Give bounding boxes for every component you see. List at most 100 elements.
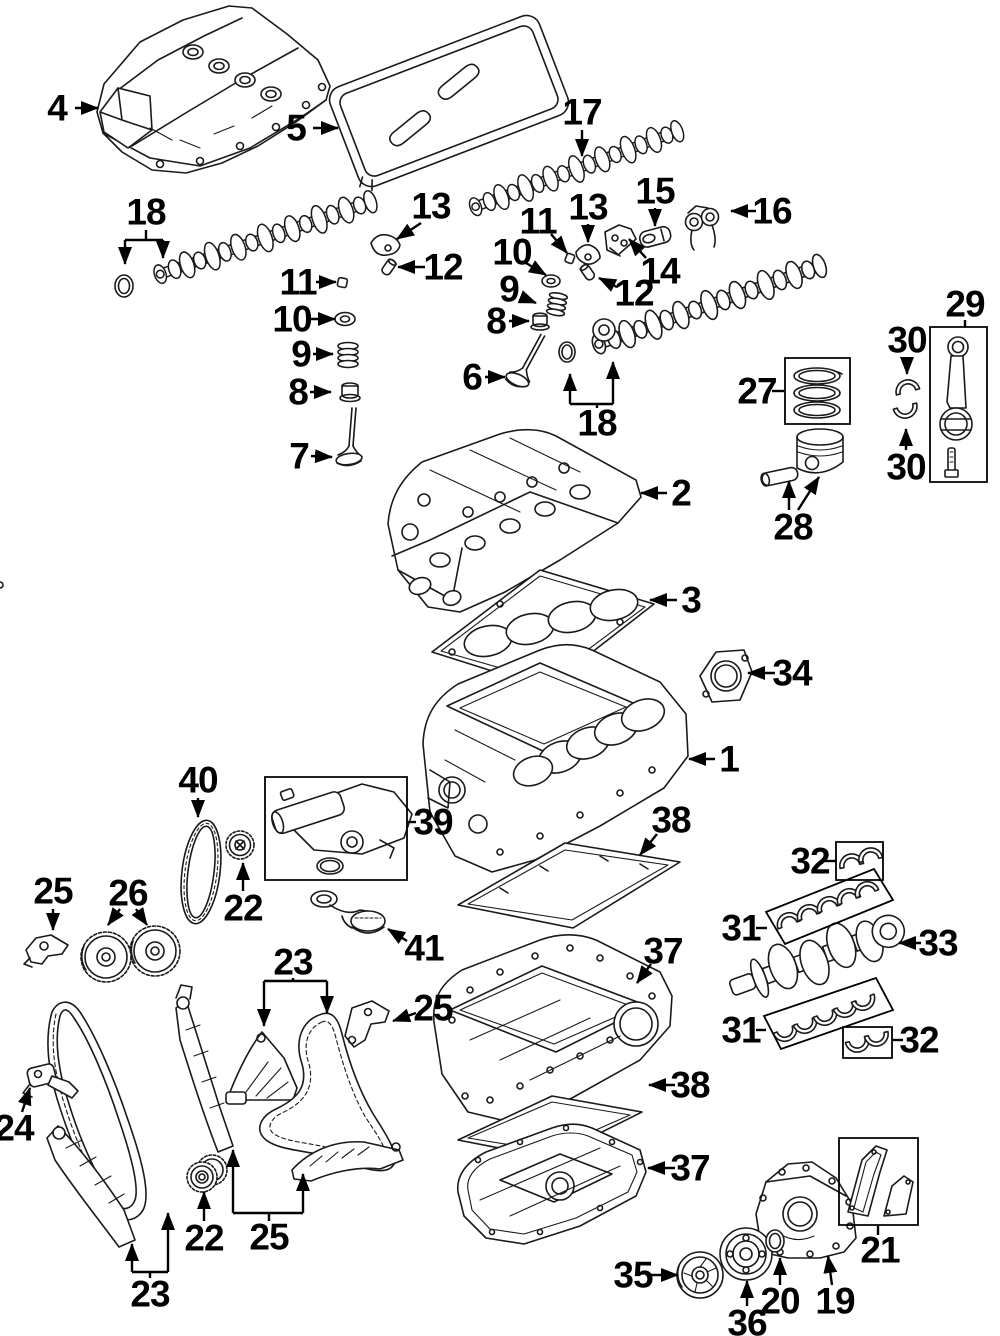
callout-38-number: 38	[651, 800, 691, 841]
callout-22: 22	[223, 862, 264, 929]
callout-14: 14	[628, 238, 682, 292]
callout-8: 8	[288, 372, 332, 413]
callout-22: 22	[184, 1191, 225, 1259]
callout-38: 38	[648, 1065, 711, 1106]
oil-pump	[271, 783, 413, 875]
callout-18-number: 18	[126, 192, 166, 233]
callout-32-number: 32	[899, 1020, 939, 1061]
callout-10-leader	[525, 260, 547, 277]
tensioner-arm-upper-right	[344, 1000, 390, 1048]
rocker-arm-left	[370, 233, 401, 257]
callout-10-number: 10	[272, 299, 312, 340]
callout-13-number: 13	[568, 187, 608, 228]
head-gasket	[0, 569, 655, 689]
callout-box-21	[838, 1137, 919, 1226]
callout-28-number: 28	[773, 507, 813, 548]
camshaft-seal-ring-left	[114, 274, 134, 298]
callout-37-number: 37	[643, 931, 682, 972]
valve-stem-seal-right	[530, 312, 550, 331]
callout-4: 4	[47, 88, 99, 129]
rod-bearing-upper	[892, 376, 921, 396]
connecting-rod	[939, 336, 973, 441]
callout-12-leader	[598, 276, 618, 292]
callout-18: 18	[118, 192, 170, 265]
vibration-damper	[719, 1227, 773, 1281]
callout-25: 25	[226, 1149, 310, 1258]
callout-28: 28	[773, 476, 821, 548]
callout-25-leader	[392, 1008, 417, 1023]
callout-30-number: 30	[886, 447, 926, 488]
callout-3: 3	[649, 580, 702, 621]
callout-24-number: 24	[0, 1108, 35, 1149]
lower-oil-pan	[457, 1123, 647, 1245]
crankshaft-sprocket	[186, 1154, 228, 1193]
callout-40-number: 40	[178, 760, 218, 801]
callout-8-number: 8	[288, 372, 308, 413]
callout-32: 32	[790, 841, 836, 882]
callout-10: 10	[492, 232, 547, 277]
callout-28-leader	[796, 476, 821, 511]
callout-14-leader	[628, 238, 647, 259]
timing-cover-gaskets	[847, 1145, 914, 1217]
oil-pan-gasket-upper	[457, 842, 681, 929]
callout-2-number: 2	[671, 473, 691, 514]
callout-9-leader	[517, 290, 537, 305]
callout-41: 41	[387, 928, 445, 969]
callout-9-number: 9	[499, 269, 519, 310]
callout-40: 40	[178, 760, 219, 818]
callout-box-39	[264, 776, 408, 881]
callout-2: 2	[640, 473, 692, 514]
callout-9: 9	[291, 334, 334, 375]
callout-7-leader	[310, 449, 333, 464]
callout-25-number: 25	[413, 988, 453, 1029]
callout-25-number: 25	[249, 1217, 289, 1258]
callout-23-number: 23	[273, 942, 313, 983]
callout-16: 16	[730, 191, 793, 232]
crankshaft-pulley	[676, 1251, 724, 1299]
callout-33: 33	[898, 923, 959, 964]
callout-33-number: 33	[918, 923, 958, 964]
camshaft-intake-left	[149, 185, 382, 291]
oil-pump-sprocket	[225, 830, 255, 860]
callout-5: 5	[286, 108, 339, 149]
callout-11-leader	[550, 233, 568, 254]
oil-pickup-tube	[310, 890, 386, 934]
camshaft-seal-ring-right	[558, 341, 576, 363]
callout-21: 21	[860, 1226, 901, 1271]
callout-5-number: 5	[286, 108, 306, 149]
callout-31-number: 31	[721, 1010, 761, 1051]
callout-26-number: 26	[108, 873, 148, 914]
callout-27: 27	[737, 371, 784, 412]
callout-18: 18	[563, 361, 620, 444]
upper-oil-pan	[432, 933, 673, 1123]
callout-19-leader	[823, 1255, 838, 1286]
chain-guide-upper	[225, 1031, 298, 1105]
chain-guide-rail-left	[46, 1125, 136, 1248]
thrust-bearings-upper	[836, 844, 884, 870]
valve-spring-right	[545, 291, 569, 317]
callout-22-number: 22	[184, 1218, 224, 1259]
callout-23: 23	[257, 942, 334, 1027]
callout-22-number: 22	[223, 888, 263, 929]
callout-23-number: 23	[130, 1274, 170, 1315]
callout-37-leader	[636, 963, 653, 984]
piston	[796, 428, 844, 474]
callout-41-number: 41	[404, 928, 444, 969]
callout-25-number: 25	[33, 871, 73, 912]
callout-14-number: 14	[640, 251, 681, 292]
callout-35-number: 35	[613, 1255, 653, 1296]
tensioner-rail-tall	[175, 984, 234, 1153]
valve-keeper-right	[564, 252, 576, 265]
callout-12: 12	[598, 273, 655, 314]
chain-guide-rail-lower-right	[291, 1140, 404, 1182]
callout-16-number: 16	[752, 191, 792, 232]
callout-32: 32	[893, 1020, 940, 1061]
callout-31: 31	[721, 908, 767, 949]
callout-21-number: 21	[860, 1230, 900, 1271]
callout-1-number: 1	[719, 739, 739, 780]
callout-34: 34	[747, 653, 814, 694]
callout-box-32	[842, 1026, 893, 1059]
front-crank-seal	[765, 1229, 785, 1253]
callout-34-number: 34	[772, 653, 813, 694]
callout-17: 17	[562, 92, 603, 157]
